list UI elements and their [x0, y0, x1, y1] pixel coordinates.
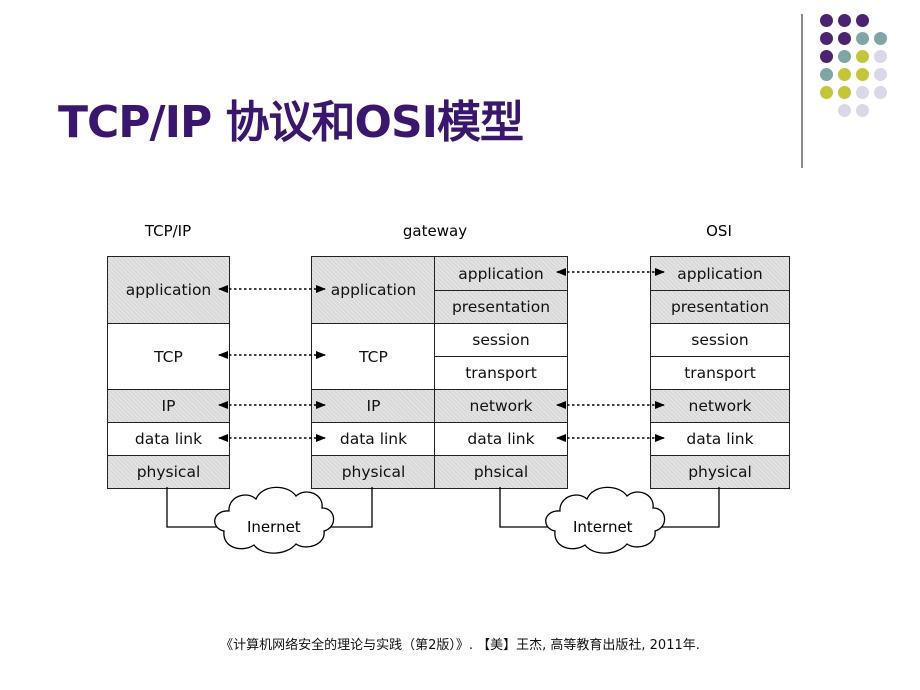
tcpip-layer-tcp: TCP: [108, 323, 229, 389]
decorative-dot: [874, 68, 887, 81]
decorative-dot: [856, 86, 869, 99]
decorative-dot: [856, 50, 869, 63]
decorative-dot: [838, 50, 851, 63]
gateway-layer-application: application: [312, 257, 435, 323]
osi-layer-presentation: presentation: [651, 290, 789, 323]
decorative-dot: [856, 14, 869, 27]
decorative-dot: [874, 86, 887, 99]
tcpip-layer-physical: physical: [108, 455, 229, 488]
cloud-shape-right: [545, 486, 666, 554]
wire-tcpip-to-cloud: [166, 487, 222, 528]
osi-layer-data-link: data link: [651, 422, 789, 455]
gateway-layer-physical: physical: [312, 455, 435, 488]
decorative-dot: [874, 32, 887, 45]
decorative-dot: [838, 86, 851, 99]
decorative-dot: [820, 68, 833, 81]
osi-stack: application presentation session transpo…: [650, 256, 790, 489]
wire-gateway-to-cloud: [499, 487, 553, 528]
gateway-osi-layer-network: network: [435, 389, 567, 422]
osi-layer-application: application: [651, 257, 789, 290]
decorative-dot: [838, 68, 851, 81]
wire-cloud-to-osi: [653, 487, 720, 528]
source-caption: 《计算机网络安全的理论与实践（第2版）》. 【美】王杰, 高等教育出版社, 20…: [220, 638, 700, 653]
osi-layer-session: session: [651, 323, 789, 356]
decorative-dot: [820, 50, 833, 63]
gateway-tcpip-stack: application TCP IP data link physical: [311, 256, 436, 489]
gateway-column-title: gateway: [402, 222, 468, 240]
gateway-layer-ip: IP: [312, 389, 435, 422]
tcpip-column-title: TCP/IP: [144, 222, 192, 240]
cloud-label-left: Inernet: [247, 518, 301, 536]
gateway-osi-stack: application presentation session transpo…: [434, 256, 568, 489]
gateway-layer-tcp: TCP: [312, 323, 435, 389]
gateway-osi-layer-physical: phsical: [435, 455, 567, 488]
tcpip-layer-ip: IP: [108, 389, 229, 422]
tcpip-layer-application: application: [108, 257, 229, 323]
gateway-osi-layer-application: application: [435, 257, 567, 290]
decorative-dot: [820, 86, 833, 99]
gateway-osi-layer-session: session: [435, 323, 567, 356]
gateway-osi-layer-presentation: presentation: [435, 290, 567, 323]
decorative-dot: [838, 104, 851, 117]
cloud-shape-left: [214, 486, 335, 554]
gateway-osi-layer-data-link: data link: [435, 422, 567, 455]
gateway-layer-data-link: data link: [312, 422, 435, 455]
decorative-divider: [801, 14, 803, 168]
wire-cloud-to-gateway: [322, 487, 373, 528]
slide-title: TCP/IP 协议和OSI模型: [58, 97, 524, 148]
cloud-label-right: Internet: [573, 518, 633, 536]
tcpip-layer-data-link: data link: [108, 422, 229, 455]
osi-layer-physical: physical: [651, 455, 789, 488]
decorative-dot: [838, 32, 851, 45]
gateway-osi-layer-transport: transport: [435, 356, 567, 389]
decorative-dot: [874, 50, 887, 63]
decorative-dot: [820, 14, 833, 27]
decorative-dot: [856, 32, 869, 45]
osi-layer-network: network: [651, 389, 789, 422]
osi-column-title: OSI: [706, 222, 732, 240]
decorative-dot: [838, 14, 851, 27]
decorative-dot: [820, 32, 833, 45]
decorative-dot: [856, 68, 869, 81]
tcpip-stack: application TCP IP data link physical: [107, 256, 230, 489]
decorative-dot: [856, 104, 869, 117]
osi-layer-transport: transport: [651, 356, 789, 389]
